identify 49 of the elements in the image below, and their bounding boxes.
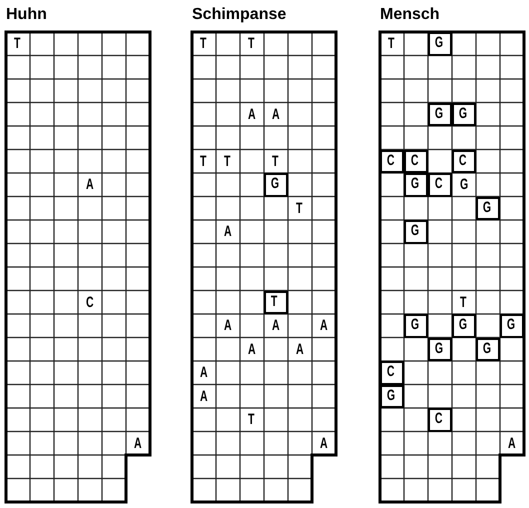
base-letter: T: [224, 154, 230, 168]
highlighted-letter: G: [500, 314, 524, 338]
highlighted-letter: G: [404, 314, 428, 338]
base-letter: T: [460, 294, 466, 310]
base-letter: T: [200, 36, 206, 51]
highlighted-letter: C: [380, 361, 404, 384]
highlighted-letter: C: [452, 150, 476, 173]
highlighted-letter: G: [404, 173, 428, 196]
grid-title: Huhn: [6, 6, 47, 24]
highlighted-letter: T: [264, 290, 288, 314]
base-letter: T: [388, 36, 394, 51]
highlighted-letter: C: [428, 408, 452, 432]
base-letter: T: [296, 200, 302, 216]
base-letter: A: [224, 318, 232, 333]
base-letter: A: [200, 388, 208, 404]
highlighted-letter: G: [428, 102, 452, 126]
highlighted-letter: C: [404, 150, 428, 173]
base-letter: A: [86, 177, 94, 192]
base-letter: A: [134, 436, 142, 450]
base-letter: T: [200, 154, 206, 168]
base-letter: A: [224, 224, 232, 239]
base-letter: A: [248, 106, 256, 122]
base-letter: T: [248, 36, 254, 51]
base-letter: T: [272, 154, 278, 168]
highlighted-letter: G: [452, 314, 476, 338]
base-letter: A: [248, 342, 256, 356]
base-letter: G: [460, 177, 468, 192]
base-letter: A: [272, 318, 280, 333]
base-letter: A: [272, 106, 280, 122]
grid-title: Schimpanse: [192, 6, 286, 24]
grid-title: Mensch: [380, 6, 440, 24]
highlighted-letter: G: [428, 338, 452, 361]
base-letter: T: [14, 36, 20, 51]
highlighted-letter: C: [380, 150, 404, 173]
highlighted-letter: G: [452, 102, 476, 126]
base-letter: A: [200, 365, 208, 380]
highlighted-letter: G: [428, 32, 452, 56]
highlighted-letter: C: [428, 173, 452, 196]
base-letter: A: [320, 436, 328, 450]
base-letter: A: [296, 342, 304, 356]
highlighted-letter: G: [380, 384, 404, 408]
highlighted-letter: G: [404, 220, 428, 244]
highlighted-letter: G: [476, 196, 500, 220]
base-letter: C: [86, 294, 94, 310]
base-letter: A: [508, 436, 516, 450]
base-letter: T: [248, 412, 254, 427]
base-letter: A: [320, 318, 328, 333]
highlighted-letter: G: [264, 173, 288, 196]
highlighted-letter: G: [476, 338, 500, 361]
